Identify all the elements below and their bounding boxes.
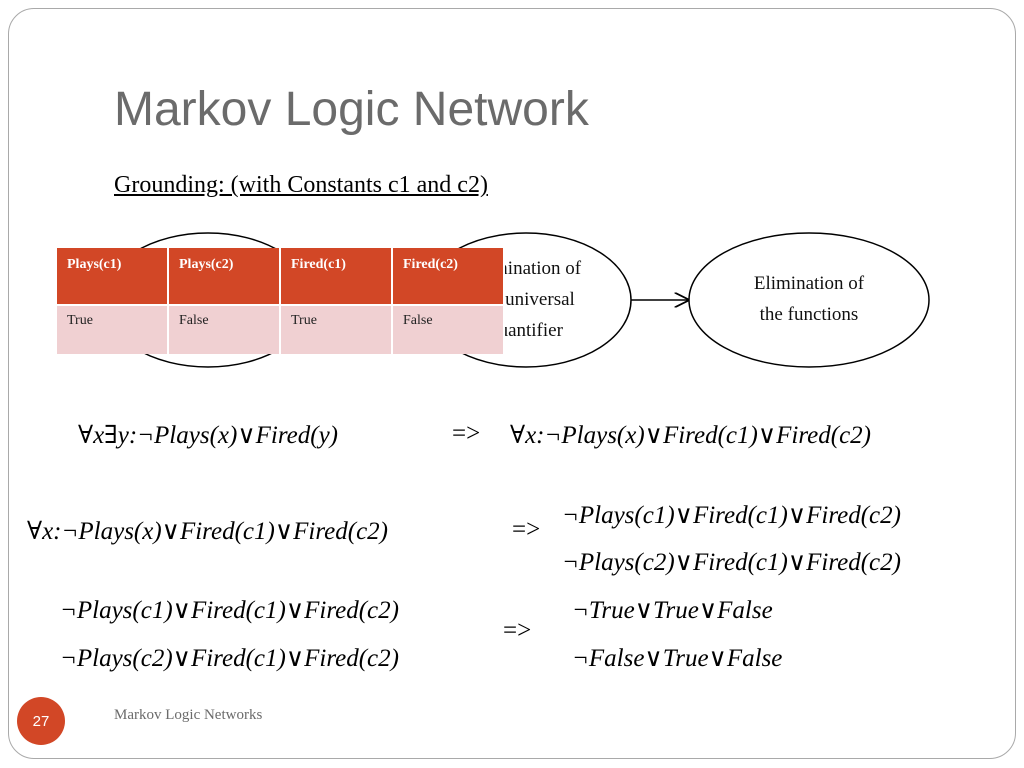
formula-row3-right-b: ¬False∨True∨False	[572, 645, 783, 672]
page-number-badge: 27	[17, 697, 65, 745]
formula-row2-right-b: ¬Plays(c2)∨Fired(c1)∨Fired(c2)	[562, 549, 901, 576]
formula-row1-right: ∀x:¬Plays(x)∨Fired(c1)∨Fired(c2)	[510, 422, 871, 449]
column-header: Plays(c1)	[57, 248, 169, 306]
formula-row3-left-a: ¬Plays(c1)∨Fired(c1)∨Fired(c2)	[60, 597, 399, 624]
table-row: True False True False	[57, 305, 505, 354]
column-header: Plays(c2)	[168, 248, 281, 306]
formula-row3-left-b: ¬Plays(c2)∨Fired(c1)∨Fired(c2)	[60, 645, 399, 672]
slide-frame	[8, 8, 1016, 759]
column-header: Fired(c1)	[280, 248, 393, 306]
node-right-line: Elimination of	[753, 273, 865, 294]
formula-row1-arrow: =>	[452, 420, 481, 447]
formula-row3-right-a: ¬True∨True∨False	[572, 597, 773, 624]
column-header: Fired(c2)	[392, 248, 505, 306]
table-header-row: Plays(c1) Plays(c2) Fired(c1) Fired(c2)	[57, 248, 505, 306]
page-number: 27	[32, 712, 50, 730]
formula-row3-arrow: =>	[503, 617, 532, 644]
node-middle-line: quantifier	[489, 320, 563, 341]
formula-row2-right-a: ¬Plays(c1)∨Fired(c1)∨Fired(c2)	[562, 502, 901, 529]
node-right-label: Elimination of the functions	[709, 268, 909, 330]
table-cell: False	[168, 305, 281, 354]
grounding-table: Plays(c1) Plays(c2) Fired(c1) Fired(c2) …	[57, 248, 505, 354]
node-right-line: the functions	[759, 304, 859, 325]
slide-subtitle: Grounding: (with Constants c1 and c2)	[114, 172, 488, 198]
table-cell: True	[57, 305, 169, 354]
table-cell: True	[280, 305, 393, 354]
table-cell: False	[392, 305, 505, 354]
footer-text: Markov Logic Networks	[114, 707, 263, 723]
slide-title: Markov Logic Network	[114, 83, 589, 136]
formula-row1-left: ∀x∃y:¬Plays(x)∨Fired(y)	[78, 422, 338, 449]
formula-row2-left: ∀x:¬Plays(x)∨Fired(c1)∨Fired(c2)	[27, 518, 388, 545]
formula-row2-arrow: =>	[512, 516, 541, 543]
